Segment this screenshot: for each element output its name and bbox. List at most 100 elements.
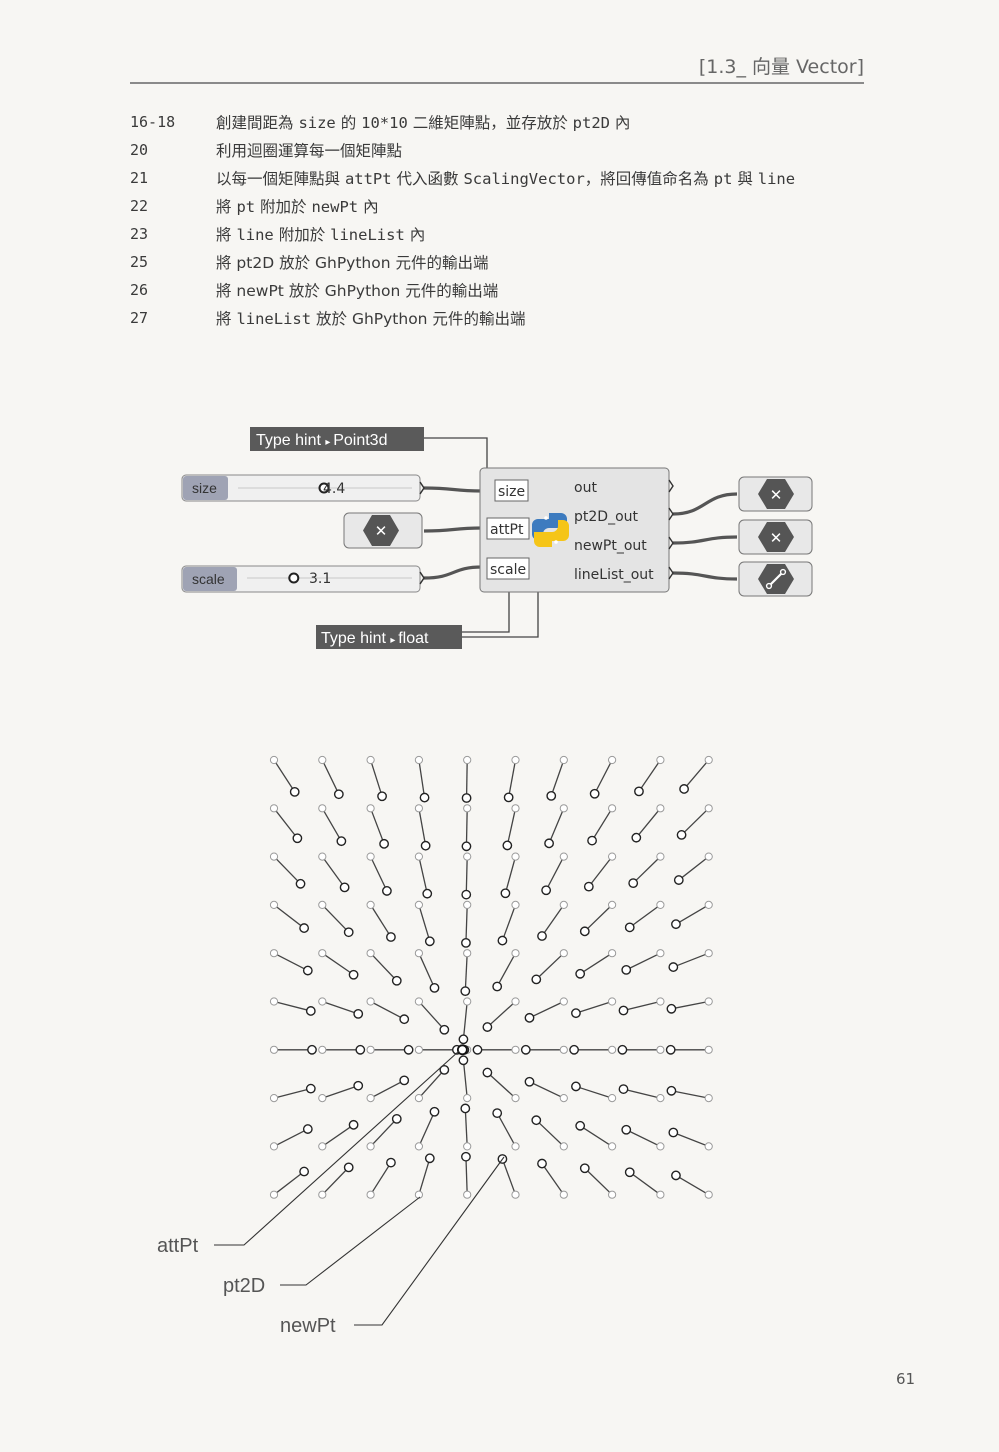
section-title: [1.3_ 向量 Vector] xyxy=(698,56,864,78)
input-attpt: attPt xyxy=(490,522,524,538)
new-point xyxy=(583,881,594,892)
vector-line xyxy=(273,1088,311,1099)
grid-point xyxy=(318,804,327,813)
linelist-output-param[interactable] xyxy=(738,561,813,597)
vector-line xyxy=(625,1129,661,1147)
new-point xyxy=(289,786,300,797)
grid-point xyxy=(559,1094,568,1103)
grid-point xyxy=(511,804,520,813)
grid-point xyxy=(318,1142,327,1151)
scale-slider-grip[interactable] xyxy=(288,572,300,584)
vector-line xyxy=(273,1128,309,1147)
grid-point xyxy=(366,804,375,813)
vector-line xyxy=(629,1171,661,1196)
new-point xyxy=(537,1158,547,1169)
grid-point xyxy=(414,755,423,765)
new-point xyxy=(399,1075,410,1086)
grid-point xyxy=(318,1190,327,1199)
grid-point xyxy=(269,1045,279,1054)
new-point xyxy=(676,830,687,840)
grid-point xyxy=(511,1094,520,1103)
grid-point xyxy=(366,1142,375,1151)
vector-line xyxy=(464,953,468,992)
type-hint-float-panel: Type hint ▸ float xyxy=(316,625,462,649)
grid-point xyxy=(559,804,568,813)
grid-point xyxy=(608,804,617,813)
grid-point xyxy=(656,1190,665,1199)
grid-point xyxy=(414,804,423,813)
grid-point xyxy=(269,1094,279,1103)
vector-line xyxy=(535,952,565,980)
vector-line xyxy=(584,904,613,932)
grid-point xyxy=(656,949,665,958)
input-size: size xyxy=(498,484,525,500)
new-point xyxy=(429,982,440,993)
vector-line xyxy=(594,759,613,795)
new-point xyxy=(386,1157,396,1168)
grid-point xyxy=(511,755,520,765)
grid-point xyxy=(704,755,713,765)
grid-point xyxy=(463,852,472,861)
grid-point xyxy=(656,1142,665,1151)
grid-point xyxy=(318,852,327,861)
new-point xyxy=(348,969,359,980)
grid-point xyxy=(511,1142,520,1151)
grid-point xyxy=(511,997,520,1006)
grid-point xyxy=(414,1045,423,1054)
line-number: 26 xyxy=(130,281,149,299)
pt2d-output-param[interactable]: ✕ xyxy=(738,476,813,512)
new-point xyxy=(424,1153,435,1164)
new-point xyxy=(520,1044,531,1055)
grid-point xyxy=(704,804,713,813)
vector-line xyxy=(535,1119,565,1147)
scale-number-slider[interactable]: scale 3.1 xyxy=(181,565,425,593)
grid-point xyxy=(318,1045,327,1054)
vector-line xyxy=(504,856,517,894)
grid-point xyxy=(704,949,713,958)
vector-line xyxy=(418,856,428,894)
line-icon xyxy=(768,571,784,587)
grid-point xyxy=(656,852,665,861)
new-point xyxy=(575,1120,586,1131)
grid-point xyxy=(704,900,713,910)
new-point xyxy=(458,1034,469,1045)
newpt-output-param[interactable]: ✕ xyxy=(738,519,813,555)
vector-line xyxy=(370,1079,405,1099)
vector-line xyxy=(683,759,710,790)
grid-point xyxy=(414,949,423,958)
attpt-param-null[interactable]: ✕ xyxy=(343,512,423,549)
new-point xyxy=(531,1115,542,1126)
new-point xyxy=(666,1003,677,1014)
new-point xyxy=(621,964,632,975)
vector-line xyxy=(418,759,426,798)
line-number: 16-18 xyxy=(130,113,176,131)
ghpython-component[interactable]: size attPt scale out pt2D_out newPt_out … xyxy=(479,467,674,593)
vector-line xyxy=(675,904,710,925)
vector-line xyxy=(579,952,613,975)
grid-point xyxy=(559,1045,568,1054)
vector-line xyxy=(529,1081,565,1099)
new-point xyxy=(461,793,472,803)
svg-text:Type hint ▸ Poin: Type hint ▸ Point3d xyxy=(256,432,387,449)
grid-point xyxy=(318,997,327,1006)
grid-point xyxy=(608,1142,617,1151)
vector-line xyxy=(322,1085,359,1099)
line-description: 將 lineList 放於 GhPython 元件的輸出端 xyxy=(216,310,526,328)
size-number-slider[interactable]: size 4.4 xyxy=(181,474,425,502)
new-point xyxy=(587,835,597,846)
grid-point xyxy=(511,1190,520,1199)
vector-line xyxy=(496,952,517,987)
size-slider-grip[interactable] xyxy=(318,482,330,494)
grid-point xyxy=(608,997,617,1006)
new-point xyxy=(333,789,344,800)
output-out: out xyxy=(574,480,597,496)
grid-point xyxy=(656,997,665,1006)
vector-line xyxy=(321,1124,354,1147)
new-point xyxy=(575,968,586,979)
vector-line xyxy=(623,1088,661,1099)
new-point xyxy=(353,1008,364,1019)
grid-point xyxy=(656,1094,665,1103)
vector-line xyxy=(673,1131,709,1148)
